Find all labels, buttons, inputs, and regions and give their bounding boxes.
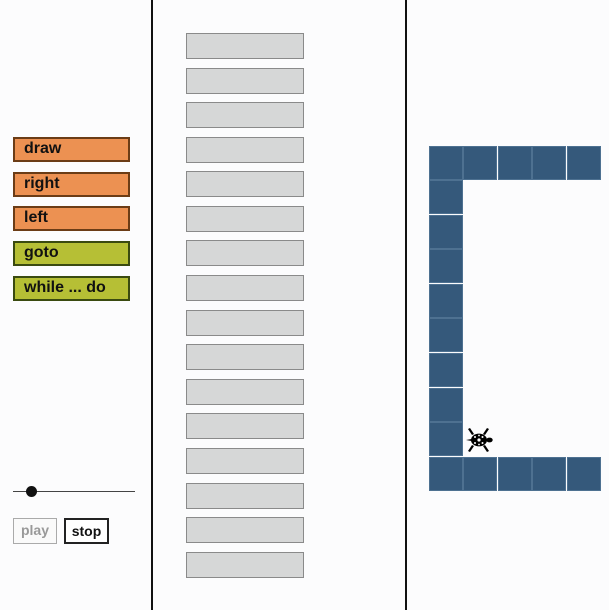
left-block[interactable]: left (13, 206, 130, 231)
program-slot-5[interactable] (186, 171, 304, 197)
stop-button[interactable]: stop (64, 518, 109, 544)
wall-tile (429, 353, 463, 387)
wall-tile (429, 457, 463, 491)
program-slot-9[interactable] (186, 310, 304, 336)
right-block[interactable]: right (13, 172, 130, 197)
play-button[interactable]: play (13, 518, 57, 544)
program-slot-16[interactable] (186, 552, 304, 578)
program-slot-10[interactable] (186, 344, 304, 370)
program-slot-13[interactable] (186, 448, 304, 474)
wall-tile (463, 146, 497, 180)
draw-block[interactable]: draw (13, 137, 130, 162)
turtle-canvas (407, 0, 609, 610)
program-slot-8[interactable] (186, 275, 304, 301)
turtle-icon (466, 428, 493, 452)
wall-tile (532, 457, 566, 491)
program-slot-11[interactable] (186, 379, 304, 405)
block-palette: draw right left goto while ... do play s… (0, 0, 150, 610)
wall-tile (498, 457, 532, 491)
goto-block[interactable]: goto (13, 241, 130, 266)
wall-tile (532, 146, 566, 180)
wall-tile (429, 249, 463, 283)
wall-tile (463, 457, 497, 491)
wall-tile (429, 146, 463, 180)
wall-tile (567, 457, 601, 491)
program-slot-3[interactable] (186, 102, 304, 128)
wall-tile (429, 180, 463, 214)
program-slot-4[interactable] (186, 137, 304, 163)
program-slot-1[interactable] (186, 33, 304, 59)
program-slot-2[interactable] (186, 68, 304, 94)
wall-tile (567, 146, 601, 180)
wall-tile (429, 318, 463, 352)
wall-tile (429, 422, 463, 456)
program-slot-7[interactable] (186, 240, 304, 266)
wall-tile (429, 284, 463, 318)
wall-tile (498, 146, 532, 180)
program-slot-6[interactable] (186, 206, 304, 232)
right-divider (405, 0, 407, 610)
program-slot-12[interactable] (186, 413, 304, 439)
speed-slider-thumb[interactable] (25, 486, 37, 497)
wall-tile (429, 215, 463, 249)
program-slot-15[interactable] (186, 517, 304, 543)
wall-tile (429, 388, 463, 422)
program-slot-14[interactable] (186, 483, 304, 509)
while-do-block[interactable]: while ... do (13, 276, 130, 301)
left-divider (151, 0, 153, 610)
speed-slider-track[interactable] (13, 491, 135, 492)
